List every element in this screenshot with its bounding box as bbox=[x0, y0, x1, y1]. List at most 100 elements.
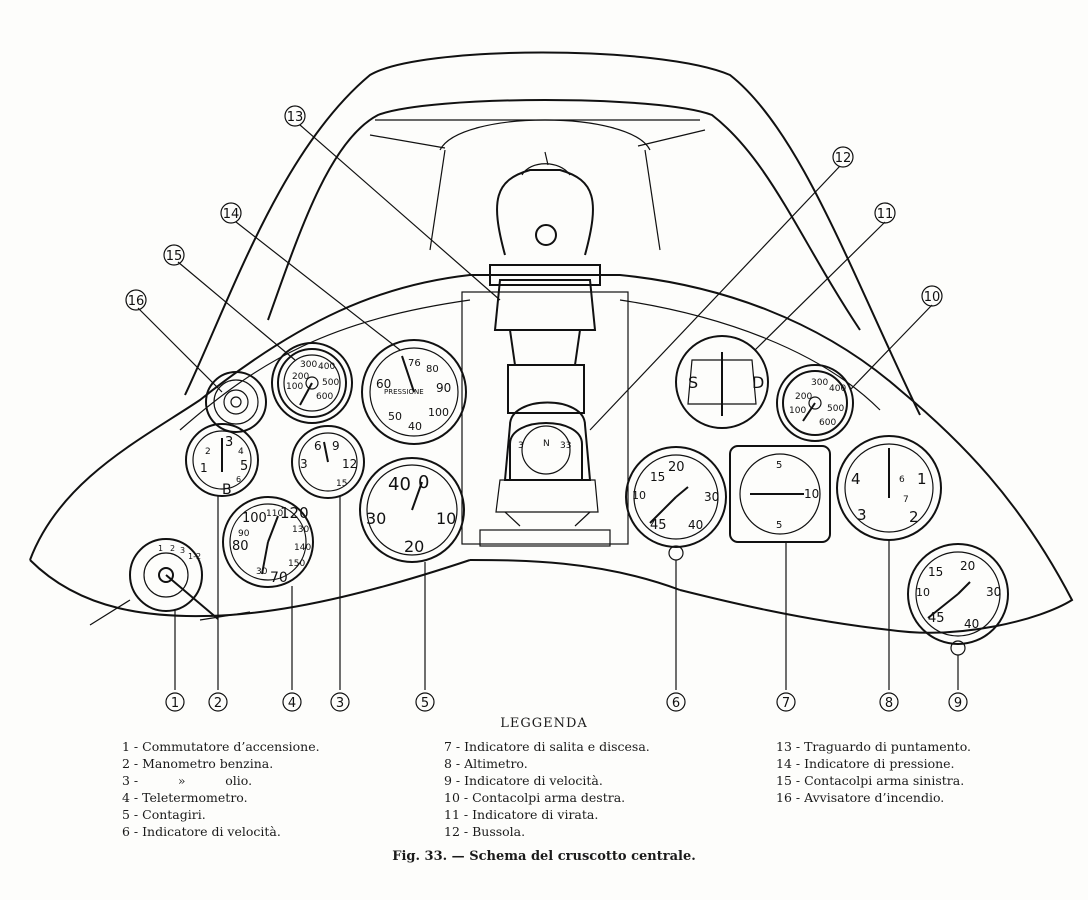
callout-leaders bbox=[137, 124, 959, 690]
gauge-14-tick: 50 bbox=[388, 410, 402, 423]
gauge-4-tick: 140 bbox=[294, 543, 311, 553]
legend-item: 5 - Contagiri. bbox=[122, 807, 206, 822]
gauge-10-tick: 400 bbox=[829, 384, 846, 394]
callout-12: 12 bbox=[832, 146, 854, 168]
gauge-8-tick: 2 bbox=[909, 508, 919, 526]
gauge-7-tick: 10 bbox=[804, 487, 819, 501]
legend-column-3: 13 - Traguardo di puntamento. 14 - Indic… bbox=[776, 738, 971, 806]
gauge-7-tick: 5 bbox=[776, 460, 782, 471]
legend-column-2: 7 - Indicatore di salita e discesa. 8 - … bbox=[444, 738, 650, 840]
gauge-10-right-gun-counter: 300 200 400 100 500 600 bbox=[776, 364, 854, 442]
gauge-14-tick: 76 bbox=[408, 358, 421, 369]
gauge-14-tick: 90 bbox=[436, 381, 451, 395]
gauge-8-tick: 1 bbox=[917, 470, 927, 488]
gauge-10-tick: 500 bbox=[827, 404, 844, 414]
gauge-12-tick: N bbox=[543, 439, 550, 449]
legend-title: LEGGENDA bbox=[500, 716, 588, 731]
svg-text:16: 16 bbox=[128, 294, 145, 309]
gauge-3-tick: 12 bbox=[342, 457, 357, 471]
gauge-5-tick: 40 bbox=[388, 474, 411, 495]
gauge-9-airspeed-indicator: 15 20 10 30 45 40 bbox=[907, 543, 1009, 656]
gauge-5-tachometer: 40 0 30 10 20 bbox=[359, 457, 465, 563]
gauge-12-tick: 33 bbox=[560, 441, 571, 451]
gauge-10-tick: 100 bbox=[789, 406, 806, 416]
cockpit-panel-drawing: 1 2 3 1-2 3 4 2 1 5 6 B 6 9 3 12 15 bbox=[29, 51, 1074, 712]
svg-text:7: 7 bbox=[782, 696, 790, 711]
gauge-5-tick: 30 bbox=[366, 509, 386, 528]
gauge-3-tick: 15 bbox=[336, 479, 347, 489]
gauge-10-tick: 600 bbox=[819, 418, 836, 428]
gauge-15-tick: 500 bbox=[322, 378, 339, 388]
gauge-2-tick: 2 bbox=[205, 447, 211, 457]
gauge-4-tick: 110 bbox=[266, 509, 283, 519]
gauge-2-tick: 3 bbox=[225, 435, 233, 450]
gauge-12-compass: 3 N 33 bbox=[509, 422, 583, 480]
gauge-8-tick: 7 bbox=[903, 495, 909, 505]
callout-3: 3 bbox=[330, 692, 350, 712]
gauge-12-tick: 3 bbox=[518, 441, 524, 451]
gauge-6-tick: 20 bbox=[668, 460, 685, 475]
gauge-8-altimeter: 4 1 3 2 6 7 bbox=[836, 435, 942, 541]
gunsight-column bbox=[461, 151, 629, 547]
legend-column-1: 1 - Commutatore d’accensione. 2 - Manome… bbox=[122, 738, 320, 840]
gauge-2-tick: B bbox=[222, 482, 232, 498]
gauge-15-tick: 600 bbox=[316, 392, 333, 402]
gauge-2-tick: 4 bbox=[238, 447, 244, 457]
figure-caption: Fig. 33. — Schema del cruscotto centrale… bbox=[392, 849, 696, 864]
gauge-4-tick: 150 bbox=[288, 559, 305, 569]
legend-item: 10 - Contacolpi arma destra. bbox=[444, 790, 626, 805]
callout-15: 15 bbox=[163, 244, 185, 266]
gauge-1-ignition-switch: 1 2 3 1-2 bbox=[129, 538, 219, 620]
callout-10: 10 bbox=[921, 285, 943, 307]
canopy-frame bbox=[184, 51, 921, 416]
gauge-5-tick: 10 bbox=[436, 509, 456, 528]
gauge-4-tick: 30 bbox=[256, 567, 268, 577]
legend-item: 4 - Teletermometro. bbox=[122, 790, 248, 805]
gauge-6-tick: 10 bbox=[632, 489, 646, 502]
callout-9: 9 bbox=[948, 692, 968, 712]
gauge-14-pressure-indicator: 76 80 60 90 50 100 40 PRESSIONE bbox=[361, 339, 467, 445]
gauge-4-tick: 100 bbox=[242, 511, 267, 526]
gauge-15-tick: 100 bbox=[286, 382, 303, 392]
gauge-8-tick: 6 bbox=[899, 475, 905, 485]
gauge-15-left-gun-counter: 300 400 200 500 100 600 bbox=[271, 342, 353, 424]
svg-text:15: 15 bbox=[166, 249, 183, 264]
gauge-4-telethermometer: 100 110 120 130 90 80 140 150 30 70 bbox=[222, 496, 314, 588]
gauge-15-tick: 200 bbox=[292, 372, 309, 382]
gauge-4-tick: 120 bbox=[280, 504, 309, 522]
gauge-8-tick: 4 bbox=[851, 470, 861, 488]
svg-text:1: 1 bbox=[171, 696, 179, 711]
svg-text:14: 14 bbox=[223, 207, 240, 222]
gauge-10-tick: 200 bbox=[795, 392, 812, 402]
svg-text:11: 11 bbox=[877, 207, 894, 222]
svg-text:8: 8 bbox=[885, 696, 893, 711]
legend-item: 14 - Indicatore di pressione. bbox=[776, 756, 955, 771]
svg-text:4: 4 bbox=[288, 696, 296, 711]
gauge-1-tick: 1 bbox=[158, 544, 163, 553]
svg-text:9: 9 bbox=[954, 696, 962, 711]
gauge-14-tick: 60 bbox=[376, 377, 391, 391]
callout-4: 4 bbox=[282, 692, 302, 712]
gauge-10-tick: 300 bbox=[811, 378, 828, 388]
gauge-1-tick: 2 bbox=[170, 544, 175, 553]
gauge-11-turn-indicator: S D bbox=[675, 335, 769, 429]
svg-text:6: 6 bbox=[672, 696, 680, 711]
gauge-14-tick: 40 bbox=[408, 420, 422, 433]
gauge-14-label: PRESSIONE bbox=[384, 388, 424, 396]
panel-outline bbox=[29, 274, 1074, 634]
gauge-6-tick: 40 bbox=[688, 518, 703, 532]
gauge-6-airspeed-indicator: 20 15 10 30 40 45 bbox=[625, 446, 727, 561]
gauge-16-fire-warning bbox=[205, 371, 267, 433]
svg-text:5: 5 bbox=[421, 696, 429, 711]
gauge-1-tick: 1-2 bbox=[188, 552, 201, 561]
gauge-7-vertical-speed-indicator: 5 10 5 bbox=[729, 445, 831, 543]
gauge-14-tick: 100 bbox=[428, 406, 449, 419]
svg-text:2: 2 bbox=[214, 696, 222, 711]
gauge-7-tick: 5 bbox=[776, 520, 782, 531]
legend-item: 12 - Bussola. bbox=[444, 824, 526, 839]
gauge-4-tick: 90 bbox=[238, 529, 250, 539]
gauge-5-tick: 20 bbox=[404, 537, 424, 556]
gauge-4-tick: 130 bbox=[292, 525, 309, 535]
legend-item: 3 - » olio. bbox=[122, 773, 253, 788]
gauge-3-tick: 3 bbox=[300, 457, 308, 471]
